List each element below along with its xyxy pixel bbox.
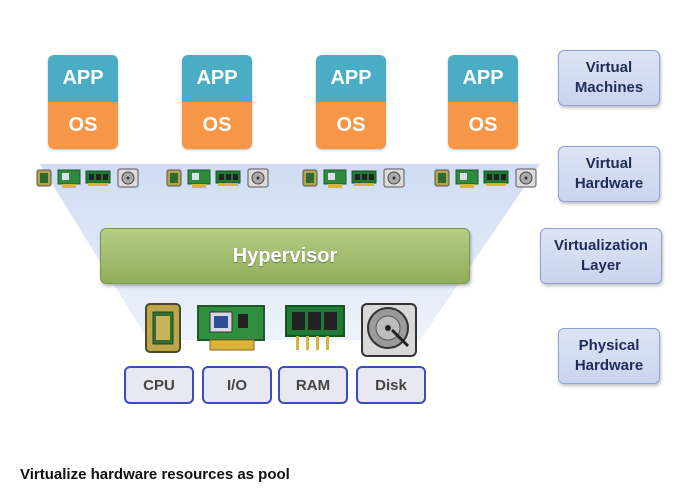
virtual-hardware-icons-1 <box>36 168 139 188</box>
hard-disk-icon <box>117 168 139 188</box>
hard-disk-icon <box>383 168 405 188</box>
virtual-hardware-label: Virtual Hardware <box>558 146 660 202</box>
vm-os-label: OS <box>316 102 386 149</box>
virtual-machine-1: APP OS <box>48 55 118 149</box>
cpu-label: CPU <box>124 366 194 404</box>
ram-label: RAM <box>278 366 348 404</box>
cpu-chip-icon <box>166 169 182 187</box>
vm-app-label: APP <box>48 55 118 102</box>
ram-module-icon <box>85 170 111 186</box>
vm-os-label: OS <box>182 102 252 149</box>
virtual-machines-label: Virtual Machines <box>558 50 660 106</box>
vm-app-label: APP <box>182 55 252 102</box>
hypervisor-bar: Hypervisor <box>100 228 470 284</box>
network-card-icon <box>197 305 265 351</box>
cpu-chip-icon <box>302 169 318 187</box>
hard-disk-icon <box>515 168 537 188</box>
virtual-machine-3: APP OS <box>316 55 386 149</box>
io-label: I/O <box>202 366 272 404</box>
physical-hardware-icons <box>145 303 417 357</box>
virtual-hardware-icons-2 <box>166 168 269 188</box>
ram-module-icon <box>215 170 241 186</box>
cpu-chip-icon <box>36 169 52 187</box>
vm-app-label: APP <box>448 55 518 102</box>
virtual-machine-2: APP OS <box>182 55 252 149</box>
vm-os-label: OS <box>48 102 118 149</box>
physical-hardware-label: Physical Hardware <box>558 328 660 384</box>
hard-disk-icon <box>361 303 417 357</box>
ram-module-icon <box>483 170 509 186</box>
ram-module-icon <box>351 170 377 186</box>
virtualization-layer-label: Virtualization Layer <box>540 228 662 284</box>
network-card-icon <box>455 169 479 188</box>
virtual-hardware-icons-4 <box>434 168 537 188</box>
vm-app-label: APP <box>316 55 386 102</box>
virtual-hardware-icons-3 <box>302 168 405 188</box>
figure-caption: Virtualize hardware resources as pool <box>20 466 290 483</box>
hard-disk-icon <box>247 168 269 188</box>
cpu-chip-icon <box>434 169 450 187</box>
disk-label: Disk <box>356 366 426 404</box>
vm-os-label: OS <box>448 102 518 149</box>
network-card-icon <box>187 169 211 188</box>
network-card-icon <box>57 169 81 188</box>
network-card-icon <box>323 169 347 188</box>
ram-module-icon <box>285 305 345 350</box>
virtual-machine-4: APP OS <box>448 55 518 149</box>
cpu-chip-icon <box>145 303 181 353</box>
